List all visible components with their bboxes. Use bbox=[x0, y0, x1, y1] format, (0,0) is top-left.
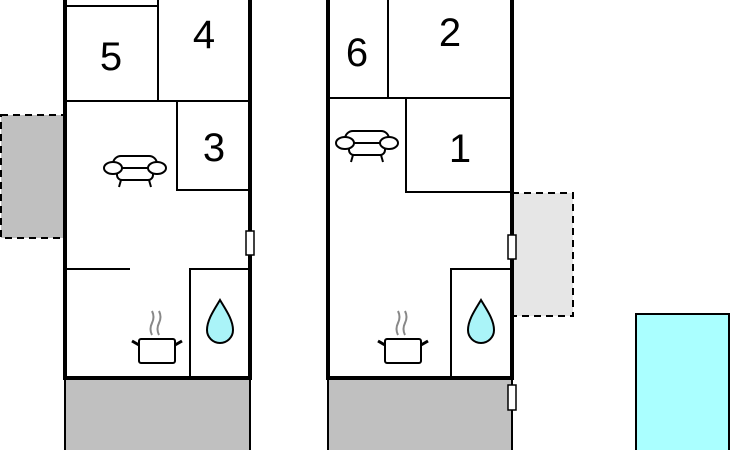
door-icon bbox=[507, 234, 517, 260]
room-label-4: 4 bbox=[193, 13, 215, 57]
room-label-1: 1 bbox=[449, 127, 471, 171]
right-side-terrace bbox=[511, 192, 574, 317]
room-label-3: 3 bbox=[203, 126, 225, 170]
room-label-6: 6 bbox=[346, 31, 368, 75]
swimming-pool bbox=[635, 313, 730, 450]
right-unit: 6 2 1 bbox=[326, 0, 574, 450]
left-bottom-terrace bbox=[64, 377, 251, 450]
room-label-2: 2 bbox=[439, 11, 461, 55]
left-side-terrace bbox=[0, 114, 66, 239]
door-icon bbox=[245, 230, 255, 256]
room-label-5: 5 bbox=[100, 35, 122, 79]
door-icon bbox=[507, 384, 517, 411]
right-bottom-terrace bbox=[327, 377, 513, 450]
left-unit: 5 4 3 bbox=[0, 0, 255, 450]
